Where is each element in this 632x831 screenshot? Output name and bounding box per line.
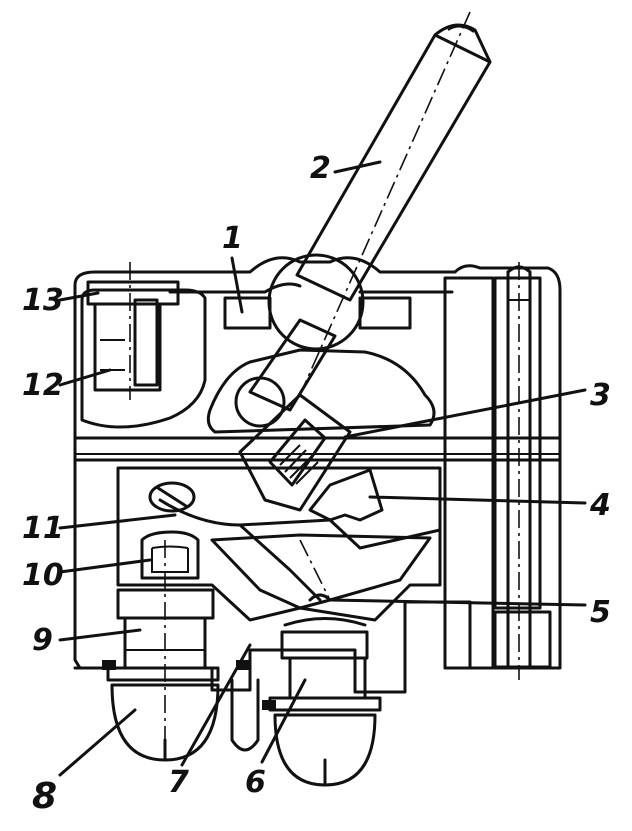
label-2: 2	[310, 151, 331, 186]
toggle-lever	[295, 11, 492, 396]
label-6: 6	[245, 765, 266, 800]
fixing-tab	[230, 678, 260, 752]
terminal-left	[140, 481, 200, 580]
washer-right	[493, 610, 552, 669]
housing-body	[73, 256, 562, 694]
label-5: 5	[590, 595, 611, 630]
label-7: 7	[168, 765, 189, 800]
label-12: 12	[22, 368, 64, 403]
tie-bolt	[506, 262, 532, 680]
label-9: 9	[32, 623, 53, 658]
rocker-contact	[158, 468, 442, 602]
label-4: 4	[589, 488, 611, 523]
rivet-center	[262, 700, 276, 710]
rivet-left	[102, 660, 116, 670]
v-contact	[210, 533, 432, 610]
ball-pivot	[267, 253, 365, 351]
rivet-mid	[236, 660, 250, 670]
label-1: 1	[222, 221, 243, 256]
label-8: 8	[32, 776, 57, 817]
label-3: 3	[590, 378, 611, 413]
screw-6	[268, 617, 382, 787]
label-13: 13	[22, 283, 64, 318]
plunger-assembly	[234, 318, 352, 512]
label-11: 11	[22, 511, 64, 546]
leader-lines	[58, 160, 587, 777]
label-10: 10	[22, 558, 64, 593]
terminal-upper-left	[86, 262, 180, 400]
top-plate-seal	[168, 282, 454, 330]
